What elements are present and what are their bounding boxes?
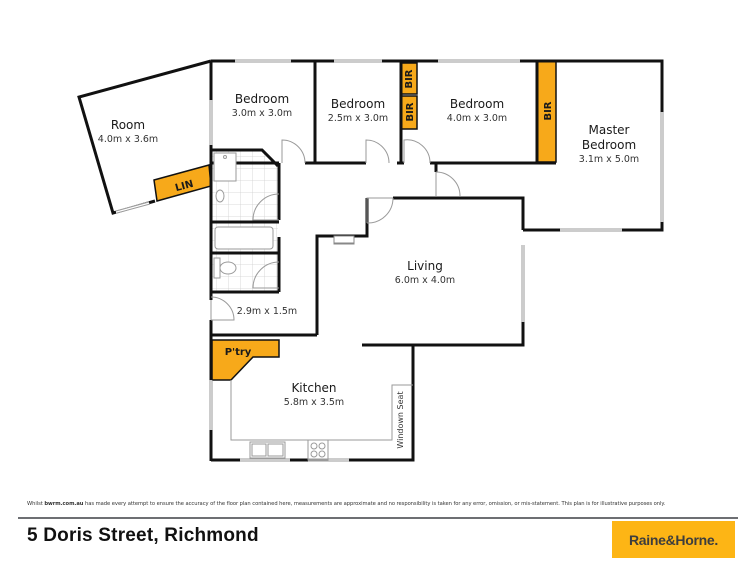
doors [210,139,461,321]
shower-icon [213,152,237,182]
kitchen-dims: 5.8m x 3.5m [284,397,344,408]
disclaimer-prefix: Whilst [27,501,45,507]
cooktop-icon [307,439,329,461]
floor-plan: Room 4.0m x 3.6m Bedroom 3.0m x 3.0m Bed… [77,59,664,462]
living-name: Living [407,259,443,273]
bir-label-top: BIR [404,69,415,88]
bir-master-label: BIR [543,101,554,120]
living-dims: 6.0m x 4.0m [395,275,455,286]
kitchen-bench [230,380,413,461]
lin-label: LIN [174,179,195,194]
bedroom1-dims: 3.0m x 3.0m [232,108,292,119]
bir-label-bottom: BIR [405,102,416,121]
disclaimer-brand: bwrm.com.au [44,501,84,507]
bedroom2-dims: 2.5m x 3.0m [328,113,388,124]
sink-icon [249,441,286,459]
pantry-label: P'try [225,347,252,358]
footer-divider [18,517,738,519]
windows [115,59,664,462]
master-name-line1: Master [589,123,630,137]
kitchen-name: Kitchen [291,381,336,395]
master-dims: 3.1m x 5.0m [579,154,639,165]
logo-text: Raine&Horne. [629,531,718,548]
disclaimer: Whilst bwrm.com.au has made every attemp… [27,501,727,507]
bedroom3-dims: 4.0m x 3.0m [447,113,507,124]
toilet-icon [219,261,237,275]
bedroom2-name: Bedroom [331,97,385,111]
disclaimer-text: has made every attempt to ensure the acc… [83,501,666,507]
agency-logo: Raine&Horne. [612,521,735,558]
bathroom-fixtures [213,152,274,279]
bedroom3-name: Bedroom [450,97,504,111]
room-dims: 4.0m x 3.6m [98,134,158,145]
window-seat-label: Windown Seat [396,391,405,448]
hearth-icon [333,235,355,245]
laundry-dims: 2.9m x 1.5m [237,306,297,317]
basin-icon [215,189,225,203]
property-address: 5 Doris Street, Richmond [27,525,259,546]
room-name: Room [111,118,145,132]
master-name-line2: Bedroom [582,138,636,152]
bathtub-icon [214,226,274,250]
bedroom1-name: Bedroom [235,92,289,106]
pantry-cupboard [211,339,280,381]
